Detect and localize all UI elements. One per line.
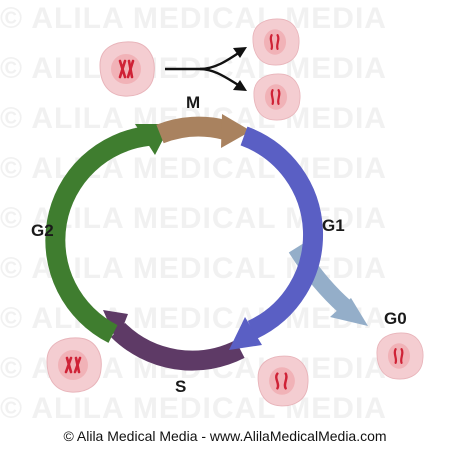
phase-label-g1: G1 — [322, 216, 345, 235]
g2-arrow — [45, 124, 171, 343]
phase-label-s: S — [175, 377, 187, 396]
g0-cell-icon — [376, 332, 424, 380]
s-phase-arrow — [103, 310, 245, 371]
g2-cell-icon — [46, 337, 102, 393]
dividing-cell-icon — [99, 41, 155, 97]
phase-label-m: M — [186, 93, 201, 112]
phase-label-g2: G2 — [31, 221, 54, 240]
copyright-footer: © Alila Medical Media - www.AlilaMedical… — [63, 428, 387, 444]
daughter-cell-icon — [253, 73, 301, 121]
g1-arrow — [229, 126, 323, 350]
g0-arrow — [288, 243, 368, 326]
m-phase-arrow — [156, 114, 251, 148]
phase-label-g0: G0 — [384, 309, 407, 328]
split-arrow-icon — [165, 47, 247, 91]
s-phase-cell-icon — [257, 355, 309, 407]
daughter-cell-icon — [252, 18, 300, 66]
